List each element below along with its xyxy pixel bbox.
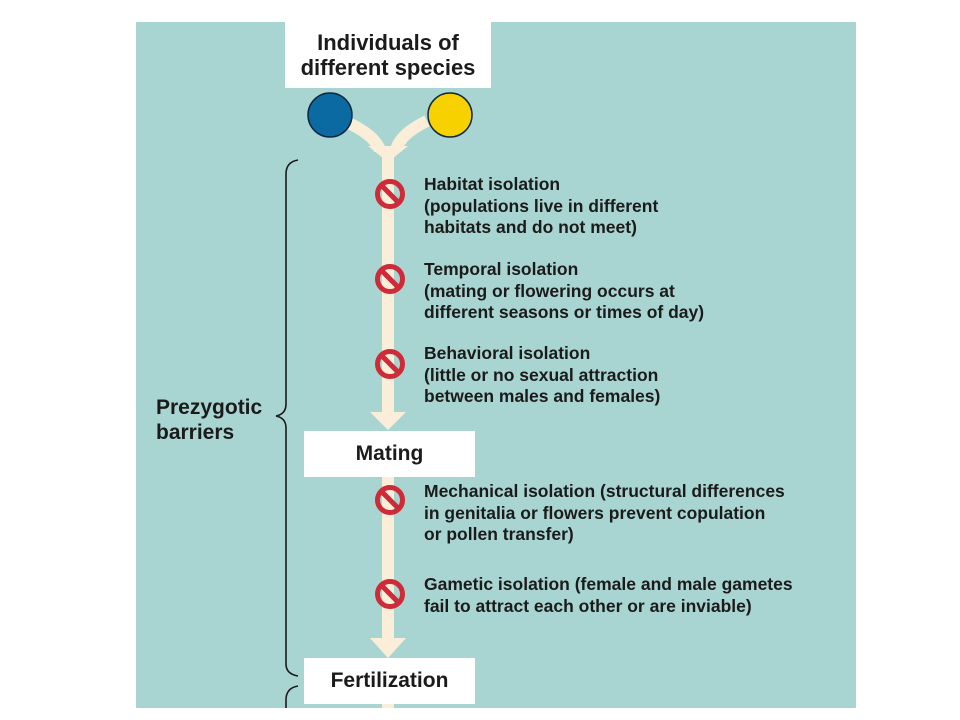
prezygotic-barriers-label: Prezygotic barriers bbox=[156, 395, 296, 445]
behavioral-isolation-title: Behavioral isolation bbox=[424, 343, 591, 363]
individuals-title-line1: Individuals of bbox=[317, 30, 459, 55]
gametic-isolation-line-1: Gametic isolation (female and male gamet… bbox=[424, 574, 793, 594]
species-a-circle bbox=[307, 92, 353, 138]
individuals-box: Individuals of different species bbox=[285, 22, 491, 88]
postzygotic-brace-start bbox=[285, 685, 299, 708]
temporal-isolation-desc-2: different seasons or times of day) bbox=[424, 302, 705, 322]
mechanical-isolation-line-2: in genitalia or flowers prevent copulati… bbox=[424, 502, 766, 523]
habitat-isolation-title: Habitat isolation bbox=[424, 174, 561, 194]
post-mating-flow-line bbox=[382, 477, 394, 643]
mating-box: Mating bbox=[304, 431, 475, 477]
gametic-isolation-line-2: fail to attract each other or are inviab… bbox=[424, 595, 752, 616]
right-converge-arrow bbox=[390, 115, 430, 152]
mating-label: Mating bbox=[355, 442, 424, 465]
behavioral-isolation-desc-2: between males and females) bbox=[424, 386, 661, 406]
habitat-no-icon bbox=[375, 179, 405, 209]
post-fertilization-flow-line bbox=[382, 704, 394, 708]
temporal-isolation-title: Temporal isolation bbox=[424, 259, 579, 279]
habitat-isolation-desc-2: habitats and do not meet) bbox=[424, 217, 637, 237]
mechanical-no-icon bbox=[375, 485, 405, 515]
behavioral-isolation-text: Behavioral isolation (little or no sexua… bbox=[424, 343, 854, 408]
diagram-panel: Individuals of different species Prezygo… bbox=[136, 22, 856, 708]
behavioral-isolation-desc-1: (little or no sexual attraction bbox=[424, 364, 659, 385]
species-b-circle bbox=[427, 92, 473, 138]
fertilization-box: Fertilization bbox=[304, 658, 475, 704]
temporal-isolation-text: Temporal isolation (mating or flowering … bbox=[424, 259, 854, 324]
gametic-no-icon bbox=[375, 579, 405, 609]
prezygotic-label-line2: barriers bbox=[156, 421, 235, 444]
prezygotic-brace bbox=[275, 159, 299, 677]
mechanical-isolation-line-1: Mechanical isolation (structural differe… bbox=[424, 481, 785, 501]
habitat-isolation-text: Habitat isolation (populations live in d… bbox=[424, 174, 854, 239]
prezygotic-label-line1: Prezygotic bbox=[156, 396, 263, 419]
mating-arrowhead bbox=[370, 412, 406, 430]
mechanical-isolation-text: Mechanical isolation (structural differe… bbox=[424, 481, 854, 546]
individuals-title-line2: different species bbox=[300, 55, 476, 80]
behavioral-no-icon bbox=[375, 349, 405, 379]
gametic-isolation-text: Gametic isolation (female and male gamet… bbox=[424, 574, 854, 617]
fertilization-label: Fertilization bbox=[330, 669, 449, 692]
habitat-isolation-desc-1: (populations live in different bbox=[424, 195, 659, 216]
temporal-isolation-desc-1: (mating or flowering occurs at bbox=[424, 280, 675, 301]
temporal-no-icon bbox=[375, 264, 405, 294]
mechanical-isolation-line-3: or pollen transfer) bbox=[424, 524, 574, 544]
fertilization-arrowhead bbox=[370, 638, 406, 658]
